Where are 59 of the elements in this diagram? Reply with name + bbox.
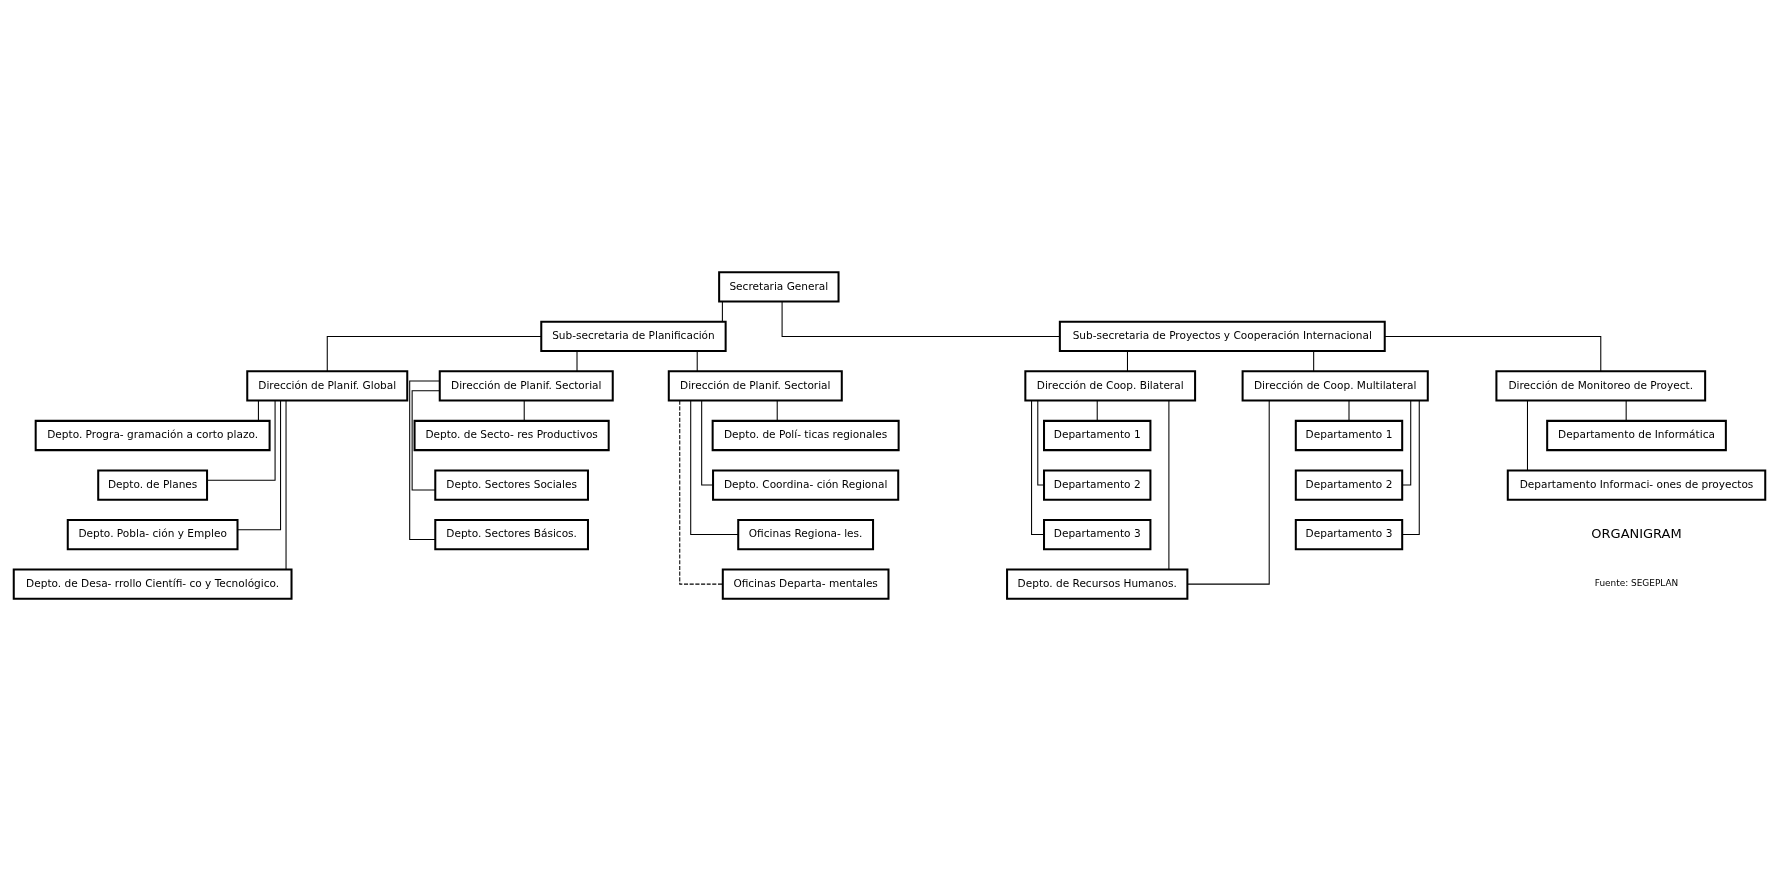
node-box: Depto. de Secto- res Productivos	[413, 419, 610, 452]
node-box: Secretaria General	[717, 271, 840, 303]
connector	[1167, 400, 1169, 570]
node-box: Dirección de Monitoreo de Proyect.	[1494, 370, 1706, 402]
connector	[689, 400, 739, 536]
connector	[781, 301, 1060, 337]
node-box: Departamento Informaci- ones de proyectos	[1506, 469, 1766, 501]
node-box: Depto. Coordina- ción Regional	[711, 469, 899, 501]
connector	[776, 400, 778, 422]
connector	[326, 335, 542, 372]
connector	[408, 380, 440, 540]
connector	[1030, 400, 1044, 536]
connector	[1347, 400, 1350, 422]
node-box: Depto. Sectores Sociales	[433, 469, 589, 501]
connector	[285, 400, 287, 570]
node-box: Departamento 3	[1294, 518, 1403, 551]
node-box: Dirección de Planif. Global	[245, 370, 408, 402]
connector	[1526, 400, 1528, 471]
node-box: Dirección de Planif. Sectorial	[667, 370, 843, 402]
connector	[1036, 400, 1044, 486]
connector	[257, 400, 259, 422]
node-box: Depto. Pobla- ción y Empleo	[66, 518, 239, 551]
connector	[1096, 400, 1098, 422]
connector	[411, 390, 440, 491]
node-box: Departamento 2	[1042, 469, 1151, 501]
connector	[700, 400, 713, 486]
connector	[696, 350, 698, 372]
node-box: Sub-secretaria de Planificación	[539, 320, 727, 353]
node-box: Departamento 2	[1294, 469, 1403, 501]
connector	[678, 400, 723, 585]
connector	[721, 301, 723, 323]
connector	[1625, 400, 1627, 422]
node-box: Oficinas Departa- mentales	[721, 568, 889, 600]
node-box: Dirección de Coop. Multilateral	[1241, 370, 1429, 402]
connector	[1401, 400, 1411, 486]
node-box: Depto. de Polí- ticas regionales	[711, 419, 900, 452]
node-box: Oficinas Regiona- les.	[736, 518, 874, 551]
connector	[1383, 335, 1601, 372]
node-box: Depto. de Planes	[96, 469, 208, 501]
node-box: Departamento 3	[1042, 518, 1151, 551]
connector	[1312, 350, 1314, 372]
node-box: Depto. Progra- gramación a corto plazo.	[34, 419, 271, 452]
node-box: Dirección de Planif. Sectorial	[438, 370, 614, 402]
node-box: Dirección de Coop. Bilateral	[1023, 370, 1196, 402]
connector	[236, 400, 281, 531]
connector	[576, 350, 578, 372]
node-box: Depto. Sectores Básicos.	[433, 518, 589, 551]
node-box: Depto. de Desa- rrollo Científi- co y Tecnológico.	[12, 568, 293, 600]
connector	[523, 400, 525, 422]
label: Fuente: SEGEPLAN	[1594, 578, 1678, 589]
node-box: Depto. de Recursos Humanos.	[1005, 568, 1188, 600]
node-box: Departamento de Informática	[1545, 419, 1727, 452]
connector	[1186, 400, 1270, 585]
node-box: Sub-secretaria de Proyectos y Cooperación Internacional	[1058, 320, 1386, 353]
label: ORGANIGRAM	[1590, 525, 1682, 541]
node-box: Departamento 1	[1042, 419, 1151, 452]
node-box: Departamento 1	[1294, 419, 1403, 452]
connector	[206, 400, 276, 481]
connector	[1126, 350, 1128, 372]
